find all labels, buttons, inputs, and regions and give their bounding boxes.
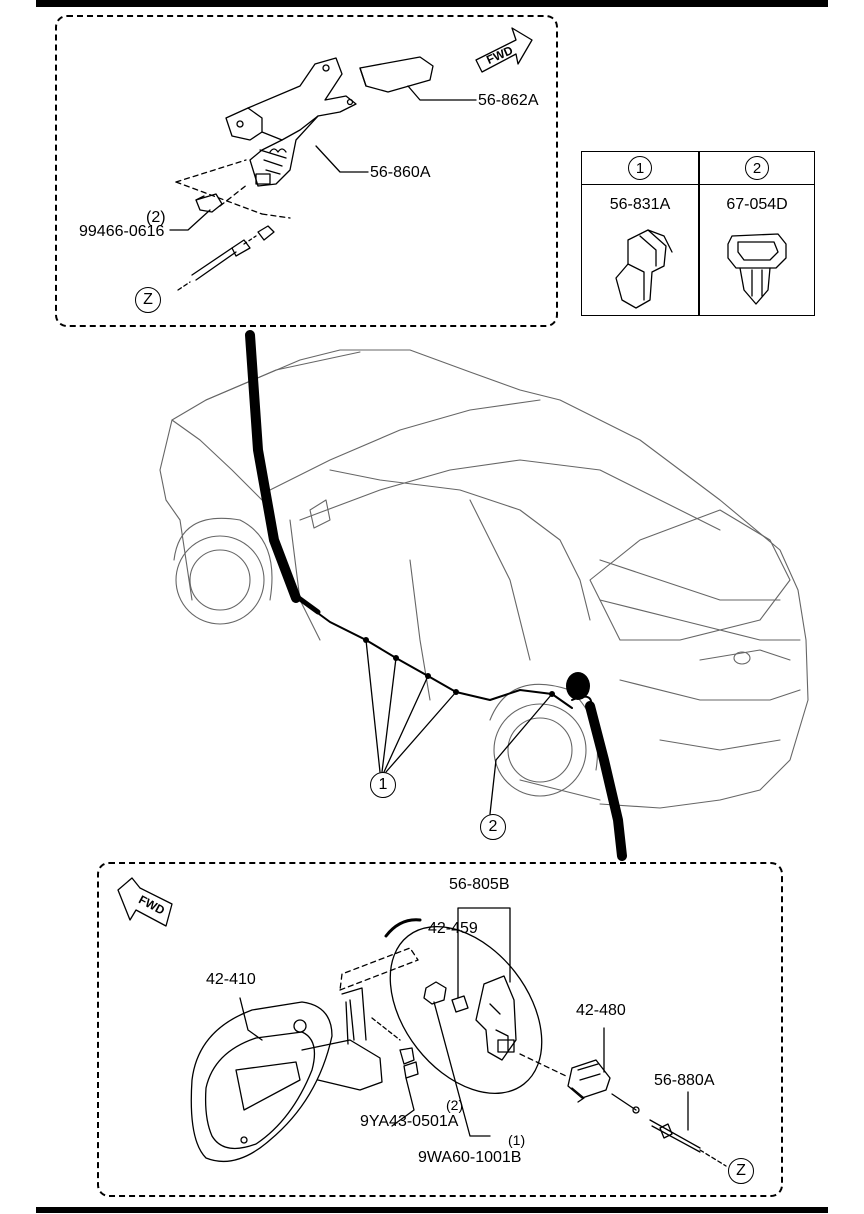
legend-header-2: 2 — [699, 152, 815, 185]
callout-clip-2: 2 — [480, 814, 506, 840]
part-label-42-459: 42-459 — [428, 920, 478, 937]
fastener-legend-table: 1 56-831A 2 67-054D — [581, 151, 815, 316]
part-qty-9YA43-0501A: (2) — [446, 1097, 464, 1113]
legend-clip-2-drawing — [727, 233, 787, 305]
legend-number-1: 1 — [628, 156, 652, 180]
part-label-42-480: 42-480 — [576, 1002, 626, 1019]
legend-divider — [698, 152, 700, 315]
bottom-border-bar — [36, 1207, 828, 1213]
legend-part-1: 56-831A — [609, 196, 671, 213]
callout-clip-1: 1 — [370, 772, 396, 798]
part-qty-99466-0616: (2) — [146, 209, 166, 226]
top-detail-panel — [55, 15, 558, 327]
part-label-56-880A: 56-880A — [654, 1072, 715, 1089]
part-label-9YA43-0501A: 9YA43-0501A — [360, 1113, 459, 1130]
part-label-56-860A: 56-860A — [370, 164, 431, 181]
pointer-to-top-panel — [245, 330, 301, 603]
callout-z-bottom: Z — [728, 1158, 754, 1184]
part-qty-9WA60-1001B: (1) — [508, 1132, 526, 1148]
legend-number-2: 2 — [745, 156, 769, 180]
cable-routing — [293, 593, 593, 711]
top-border-bar — [36, 0, 828, 7]
pointer-to-bottom-panel — [585, 701, 627, 861]
part-label-42-410: 42-410 — [206, 971, 256, 988]
callout-leaders — [365, 639, 553, 815]
legend-header-1: 1 — [582, 152, 698, 185]
legend-column-1: 1 56-831A — [582, 152, 698, 315]
legend-part-2: 67-054D — [726, 196, 788, 213]
legend-clip-1-drawing — [615, 229, 673, 309]
part-label-56-862A: 56-862A — [478, 92, 539, 109]
fwd-arrow-bottom — [117, 877, 173, 927]
fuel-door-location — [566, 672, 590, 700]
bottom-detail-panel — [97, 862, 783, 1197]
fwd-arrow-top — [475, 27, 533, 73]
fuel-lid-drawing — [190, 907, 727, 1167]
top-assembly-drawing — [169, 56, 477, 291]
legend-column-2: 2 67-054D — [699, 152, 815, 315]
callout-z-top: Z — [135, 287, 161, 313]
part-label-9WA60-1001B: 9WA60-1001B — [418, 1149, 522, 1166]
part-label-99466-0616: 99466-0616 — [79, 223, 165, 240]
part-label-56-805B: 56-805B — [449, 876, 510, 893]
